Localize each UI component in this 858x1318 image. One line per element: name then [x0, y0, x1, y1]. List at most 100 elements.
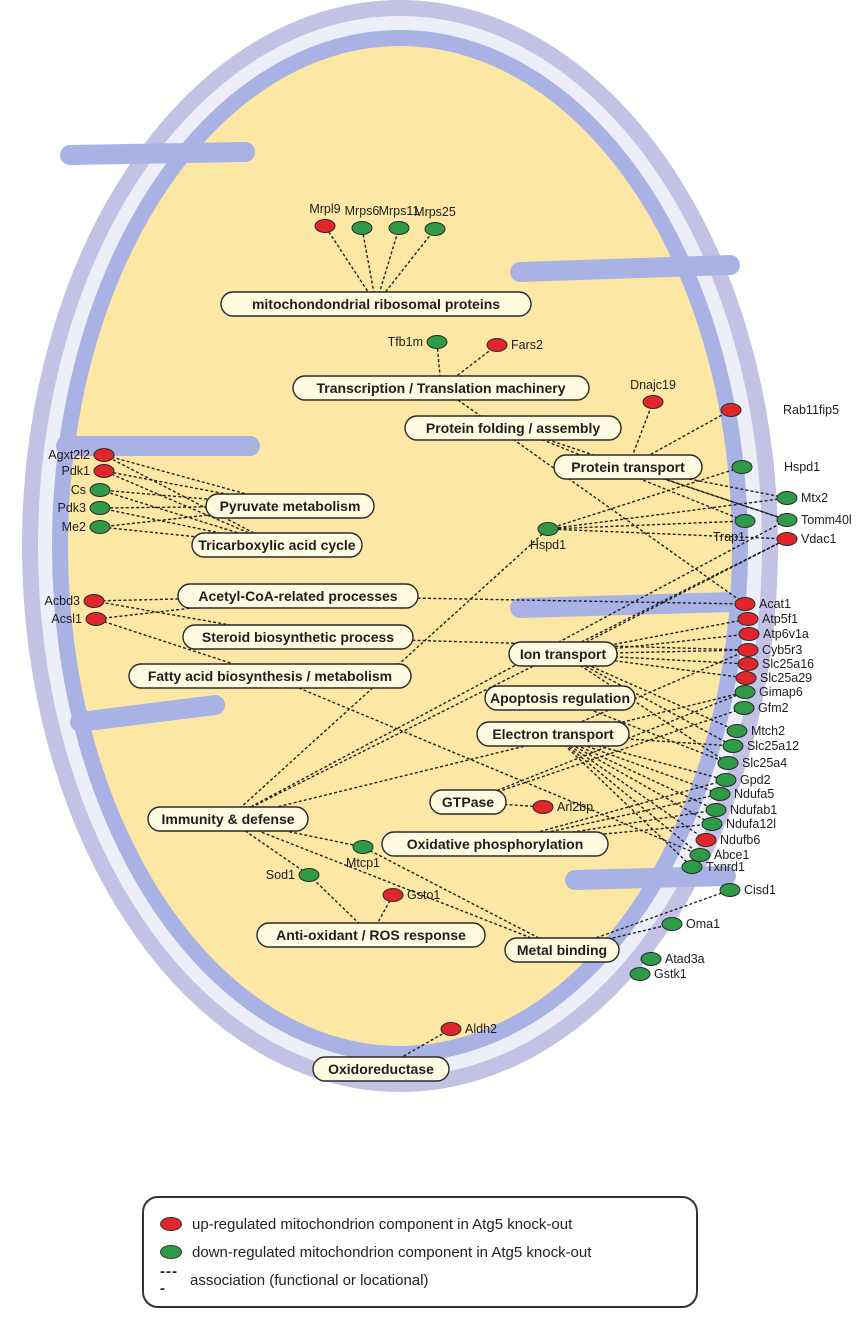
- function-label-folding: Protein folding / assembly: [426, 420, 600, 436]
- function-label-electron: Electron transport: [492, 726, 614, 742]
- gene-node-gstk1: Gstk1: [629, 967, 687, 981]
- gene-label-mtx2: Mtx2: [801, 491, 828, 505]
- gene-label-hspd1_in: Hspd1: [530, 538, 566, 552]
- function-node-fattyacid: Fatty acid biosynthesis / metabolism: [128, 663, 412, 689]
- gene-label-ndufa12l: Ndufa12l: [726, 817, 776, 831]
- legend: up-regulated mitochondrion component in …: [142, 1196, 698, 1308]
- association-line-ion-slc25a12: [562, 653, 734, 747]
- gene-label-ndufa5: Ndufa5: [734, 787, 774, 801]
- gene-label-fars2: Fars2: [511, 338, 543, 352]
- gene-dot-oma1-down: [661, 917, 683, 931]
- gene-label-gpd2: Gpd2: [740, 773, 771, 787]
- gene-node-trap1: Trap1: [713, 514, 756, 544]
- gene-dot-fars2-up: [486, 338, 508, 352]
- gene-label-atp6v1a: Atp6v1a: [763, 627, 809, 641]
- gene-node-agxt2l2: Agxt2l2: [48, 448, 115, 462]
- association-line-gtpase-gfm2: [467, 707, 745, 803]
- association-line-electron-ndufa12l: [552, 733, 713, 825]
- crista-fold-2: [60, 142, 255, 165]
- gene-label-mrps6: Mrps6: [345, 204, 380, 218]
- function-box-immunity: [147, 806, 309, 832]
- gene-label-gfm2: Gfm2: [758, 701, 789, 715]
- crista-fold-5: [70, 695, 225, 732]
- gene-label-mtch2: Mtch2: [751, 724, 785, 738]
- function-box-oxphos: [381, 831, 609, 857]
- function-node-transcription: Transcription / Translation machinery: [292, 375, 590, 401]
- gene-label-slc25a16: Slc25a16: [762, 657, 814, 671]
- function-node-immunity: Immunity & defense: [147, 806, 309, 832]
- gene-label-atp5f1: Atp5f1: [762, 612, 798, 626]
- gene-dot-mrps11-down: [388, 221, 410, 235]
- legend-down-label: down-regulated mitochondrion component i…: [192, 1243, 592, 1261]
- gene-node-aldh2: Aldh2: [440, 1022, 497, 1036]
- gene-dot-acsl1-up: [85, 612, 107, 626]
- gene-node-acat1: Acat1: [734, 597, 791, 611]
- function-node-pyruvate: Pyruvate metabolism: [205, 493, 375, 519]
- gene-dot-slc25a16-up: [737, 657, 759, 671]
- function-label-tca: Tricarboxylic acid cycle: [198, 537, 355, 553]
- gene-node-tfb1m: Tfb1m: [388, 335, 448, 349]
- association-line-gtpase-gimap6: [467, 691, 746, 803]
- association-line-hspd1_in-mtx2: [547, 497, 788, 530]
- gene-dot-slc25a29-up: [735, 671, 757, 685]
- gene-dot-tomm40l-down: [776, 513, 798, 527]
- function-box-metal: [504, 937, 620, 963]
- function-nodes: mitochondondrial ribosomal proteinsTrans…: [128, 291, 703, 1082]
- gene-dot-gsto1-up: [382, 888, 404, 902]
- gene-node-gimap6: Gimap6: [734, 685, 803, 699]
- gene-label-cyb5r3: Cyb5r3: [762, 643, 802, 657]
- function-label-oxidoreductase: Oxidoreductase: [328, 1061, 434, 1077]
- gene-dot-vdac1-up: [776, 532, 798, 546]
- function-label-ribosomal: mitochondondrial ribosomal proteins: [252, 296, 500, 312]
- gene-label-slc25a4: Slc25a4: [742, 756, 787, 770]
- function-label-antioxidant: Anti-oxidant / ROS response: [276, 927, 466, 943]
- gene-node-slc25a29: Slc25a29: [735, 671, 812, 685]
- association-line-electron-ndufab1: [552, 733, 717, 811]
- gene-node-mrps6: Mrps6: [345, 204, 380, 235]
- gene-label-txnrd1: Txnrd1: [706, 860, 745, 874]
- gene-node-rab11fip5: Rab11fip5: [720, 403, 839, 417]
- gene-dot-acat1-up: [734, 597, 756, 611]
- function-box-transcription: [292, 375, 590, 401]
- association-line-fattyacid-acsl1: [95, 618, 271, 677]
- legend-up-row: up-regulated mitochondrion component in …: [160, 1210, 696, 1238]
- association-line-immunity-metal: [227, 818, 563, 951]
- function-node-tca: Tricarboxylic acid cycle: [191, 532, 363, 558]
- function-label-fattyacid: Fatty acid biosynthesis / metabolism: [148, 668, 392, 684]
- function-box-pyruvate: [205, 493, 375, 519]
- gene-node-atp6v1a: Atp6v1a: [738, 627, 809, 641]
- gene-dot-txnrd1-down: [681, 860, 703, 874]
- legend-up-label: up-regulated mitochondrion component in …: [192, 1215, 573, 1233]
- function-box-ribosomal: [220, 291, 532, 317]
- function-box-folding: [404, 415, 622, 441]
- gene-node-gfm2: Gfm2: [733, 701, 789, 715]
- association-line-electron-slc25a12: [552, 733, 734, 747]
- gene-dot-mtch2-down: [726, 724, 748, 738]
- gene-dot-cyb5r3-up: [737, 643, 759, 657]
- gene-node-slc25a4: Slc25a4: [717, 756, 787, 770]
- gene-label-mtcp1: Mtcp1: [346, 856, 380, 870]
- gene-dot-pdk3-down: [89, 501, 111, 515]
- gene-dot-agxt2l2-up: [93, 448, 115, 462]
- association-line-immunity-gimap6: [227, 691, 746, 820]
- gene-dot-hspd1_out-down: [731, 460, 753, 474]
- gene-label-gsto1: Gsto1: [407, 888, 440, 902]
- gene-label-rab11fip5: Rab11fip5: [783, 403, 839, 417]
- gene-dot-cs-down: [89, 483, 111, 497]
- gene-label-slc25a12: Slc25a12: [747, 739, 799, 753]
- gene-label-slc25a29: Slc25a29: [760, 671, 812, 685]
- gene-label-cs: Cs: [71, 483, 86, 497]
- gene-node-pdk1: Pdk1: [62, 464, 115, 478]
- association-line-hspd1_in-trap1: [547, 520, 746, 530]
- gene-dot-mrpl9-up: [314, 219, 336, 233]
- gene-label-hspd1_out: Hspd1: [784, 460, 820, 474]
- gene-dot-mtcp1-down: [352, 840, 374, 854]
- association-line-metal-cisd1: [561, 889, 731, 951]
- cristae: [56, 142, 742, 890]
- gene-node-cyb5r3: Cyb5r3: [737, 643, 802, 657]
- gene-node-ndufa5: Ndufa5: [709, 787, 774, 801]
- association-line-electron-txnrd1: [552, 733, 693, 868]
- gene-dot-gpd2-down: [715, 773, 737, 787]
- function-node-gtpase: GTPase: [429, 789, 507, 815]
